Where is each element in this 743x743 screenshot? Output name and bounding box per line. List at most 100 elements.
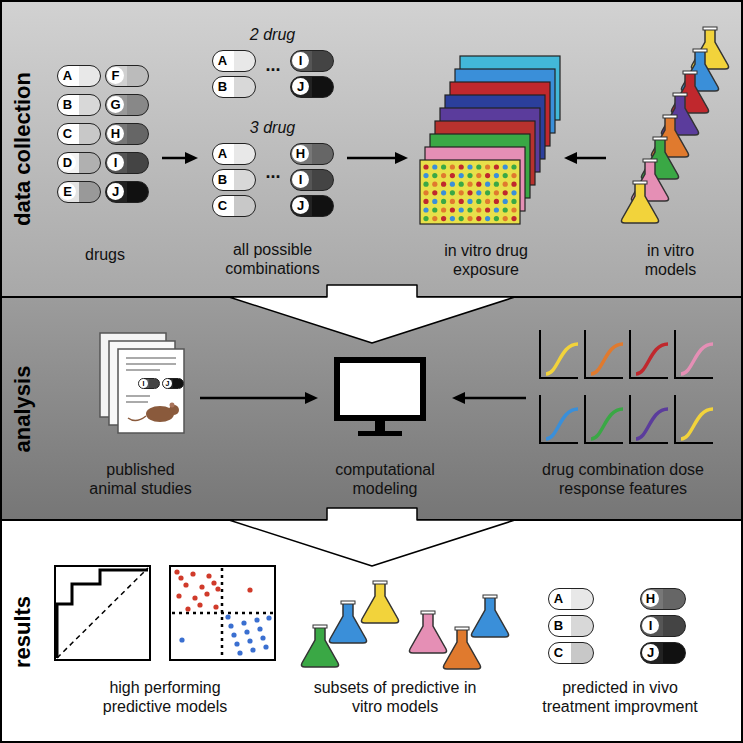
well [503,207,508,212]
well [432,173,437,178]
drug-pill: I [105,152,149,174]
drug-letter: A [214,145,231,162]
well [441,216,446,221]
well [511,216,516,221]
caption: drug combination dose response features [531,460,716,498]
drug-pill: C [57,123,101,145]
chart-axes [630,330,668,378]
drug-pill: I [290,50,334,72]
well-plate [420,160,520,224]
well [467,216,472,221]
drug-pill: J [290,195,334,217]
section-label: results [8,520,36,743]
well [423,216,428,221]
well [432,199,437,204]
well [485,216,490,221]
dose-curve [681,409,713,439]
art-stroke [455,627,469,630]
well [450,190,455,195]
blue-dot [266,615,271,620]
well [494,199,499,204]
drug-letter: I [642,617,659,634]
caption: computational modeling [320,460,450,498]
stage-item: predicted in vivo treatment improvmentAB… [530,575,710,720]
well [441,164,446,169]
red-dot [192,595,197,600]
flow-arrow [347,152,408,164]
well [467,173,472,178]
red-dot [206,573,211,578]
blue-dot [228,623,233,628]
blue-dot [237,650,242,655]
well [450,173,455,178]
drug-pill: A [212,50,256,72]
chart-axes [630,395,668,443]
well [467,164,472,169]
arrow-line [200,397,306,400]
well [503,199,508,204]
drug-pill: H [105,123,149,145]
drug-pill: I [138,378,160,389]
drug-letter: C [59,125,76,142]
caption: high performing predictive models [85,678,245,716]
flow-arrow [452,392,526,404]
chart-axes [540,330,578,378]
well [459,207,464,212]
drug-letter: H [107,125,124,142]
drug-pill: C [548,642,594,664]
well [503,173,508,178]
drug-letter: I [292,171,309,188]
art-stroke [653,137,667,140]
well [459,216,464,221]
well [494,216,499,221]
well [459,190,464,195]
drug-pill: B [212,76,256,98]
caption: drugs [60,245,150,264]
blue-dot [231,632,236,637]
well [450,207,455,212]
well [503,182,508,187]
dose-curve [636,409,668,439]
red-dot [211,580,216,585]
drug-letter: C [214,197,231,214]
stage-item: drug combination dose response features [528,322,718,506]
red-dot [190,571,195,576]
red-dot [213,604,218,609]
well [494,182,499,187]
drug-letter: I [292,52,309,69]
arrow-head [305,392,318,404]
well [467,190,472,195]
art-stroke [373,581,387,584]
well [485,207,490,212]
blue-dot [263,644,268,649]
art-stroke [421,611,435,614]
drug-pill: B [548,615,594,637]
drug-letter: I [107,154,124,171]
drug-pill: A [212,143,256,165]
dose-curve [681,344,713,374]
well [441,173,446,178]
drug-letter: J [163,379,172,388]
well [441,190,446,195]
well [476,182,481,187]
red-dot [197,602,202,607]
well [511,190,516,195]
well [494,164,499,169]
drug-letter: J [107,183,124,200]
chart-axes [675,330,713,378]
drug-letter: B [550,617,567,634]
well [450,182,455,187]
flow-arrow [564,152,606,164]
drug-pill: B [212,169,256,191]
drug-pill: D [57,152,101,174]
well [432,190,437,195]
flow-arrow [200,392,318,404]
well [485,173,490,178]
dose-response-curves [540,330,713,443]
drug-pill: G [105,94,149,116]
well [450,199,455,204]
flask [361,581,398,623]
drug-pill: J [105,181,149,203]
arrow-head [452,392,465,404]
